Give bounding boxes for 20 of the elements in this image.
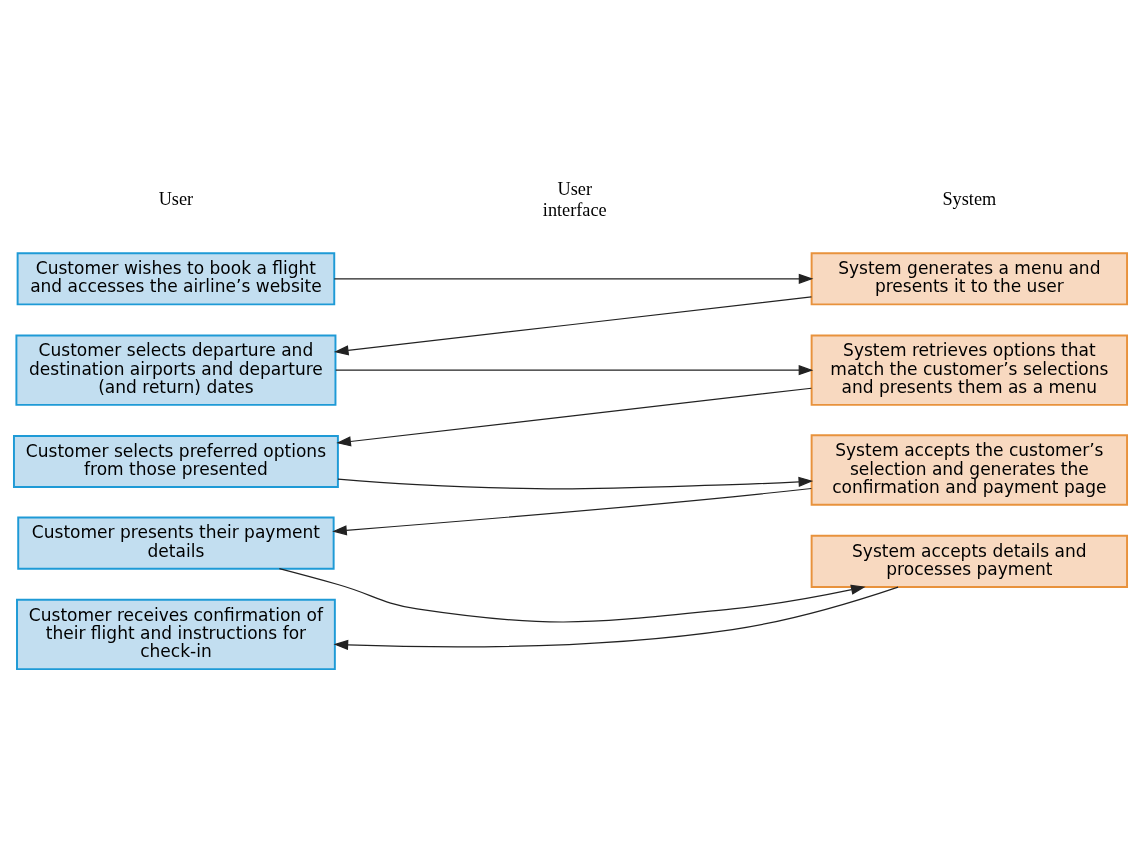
arrow	[333, 296, 813, 356]
node-box: Customer wishes to book a flight and accesses the airline’s website	[16, 252, 336, 306]
arrow	[336, 387, 812, 447]
arrow	[335, 365, 814, 376]
node-box: Customer selects preferred options from those presented	[13, 434, 339, 489]
arrow	[278, 568, 866, 623]
label: User	[158, 189, 194, 210]
node-box: System accepts details and processes payment	[810, 534, 1128, 588]
arrow	[333, 273, 814, 284]
arrow	[337, 476, 814, 490]
node-box: Customer presents their payment details	[17, 516, 335, 570]
node-box: Customer receives confirmation of their flight and instructions for check-in	[16, 598, 336, 671]
node-box: System retrieves options that match the customer’s selections and presents them as a menu	[810, 334, 1128, 406]
label: System	[942, 189, 997, 210]
label: User interface	[542, 178, 607, 220]
node-box: Customer selects departure and destination airports and departure (and return) dates	[15, 334, 337, 406]
arrow	[333, 586, 899, 650]
node-box: System accepts the customer’s selection and generates the confirmation and payment page	[810, 434, 1128, 506]
arrow	[332, 487, 812, 536]
node-box: System generates a menu and presents it to the user	[810, 252, 1128, 306]
